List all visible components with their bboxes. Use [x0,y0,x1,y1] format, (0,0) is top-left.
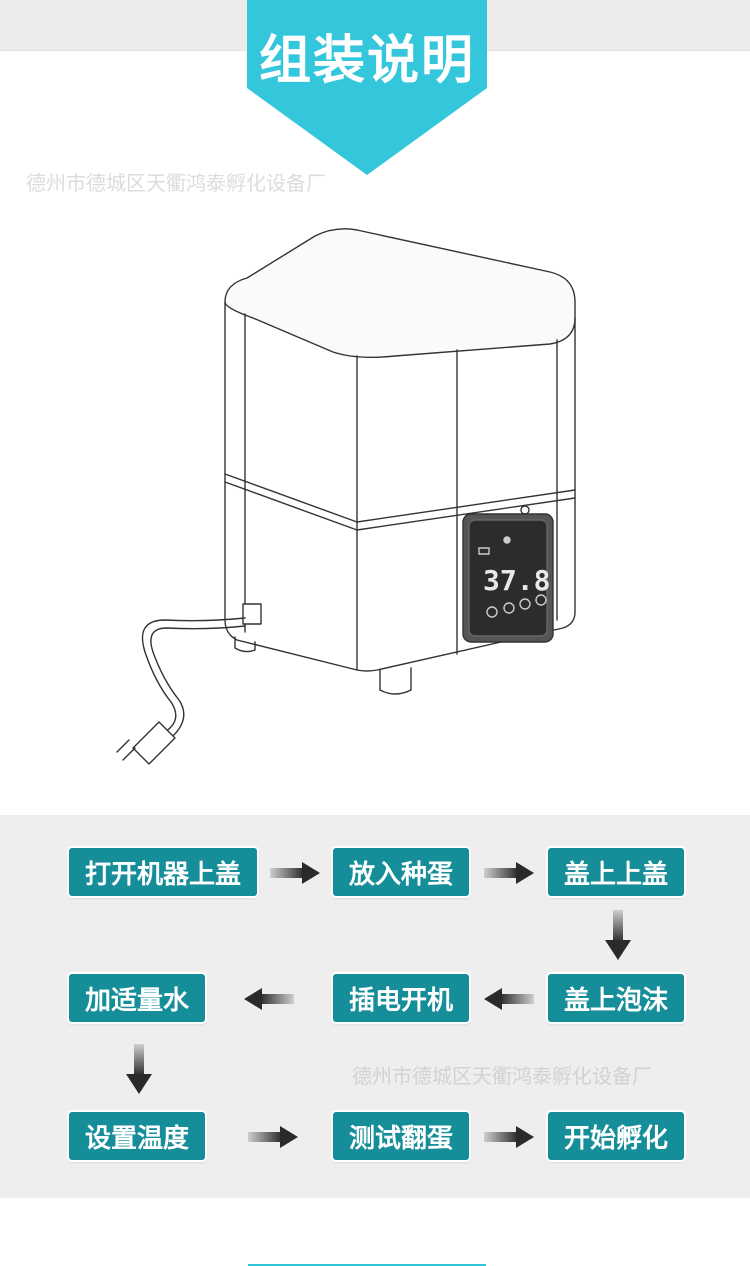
incubator-illustration: 37.8 [116,228,576,765]
step-close-top-lid: 盖上上盖 [548,848,684,896]
arrow-left-icon [244,988,294,1010]
step-power-on: 插电开机 [333,974,469,1022]
step-place-eggs: 放入种蛋 [333,848,469,896]
watermark-steps: 德州市德城区天衢鸿泰孵化设备厂 [352,1064,652,1088]
arrow-right-icon [484,862,534,884]
step-test-turning: 测试翻蛋 [333,1112,469,1160]
page-title: 组装说明 [258,31,475,91]
arrow-right-icon [484,1126,534,1148]
header-badge-shape [247,0,487,175]
step-set-temperature: 设置温度 [69,1112,205,1160]
arrow-down-icon [605,910,631,960]
step-add-water: 加适量水 [69,974,205,1022]
header-badge: 组装说明 [247,0,487,175]
bottom-accent-line [248,1264,486,1266]
step-start-hatching: 开始孵化 [548,1112,684,1160]
device-temperature-display: 37.8 [483,564,550,597]
arrow-down-icon [126,1044,152,1094]
arrow-right-icon [270,862,320,884]
watermark-top: 德州市德城区天衢鸿泰孵化设备厂 [26,171,326,195]
arrow-right-icon [248,1126,298,1148]
step-cover-foam: 盖上泡沫 [548,974,684,1022]
step-open-lid: 打开机器上盖 [69,848,257,896]
arrow-left-icon [484,988,534,1010]
